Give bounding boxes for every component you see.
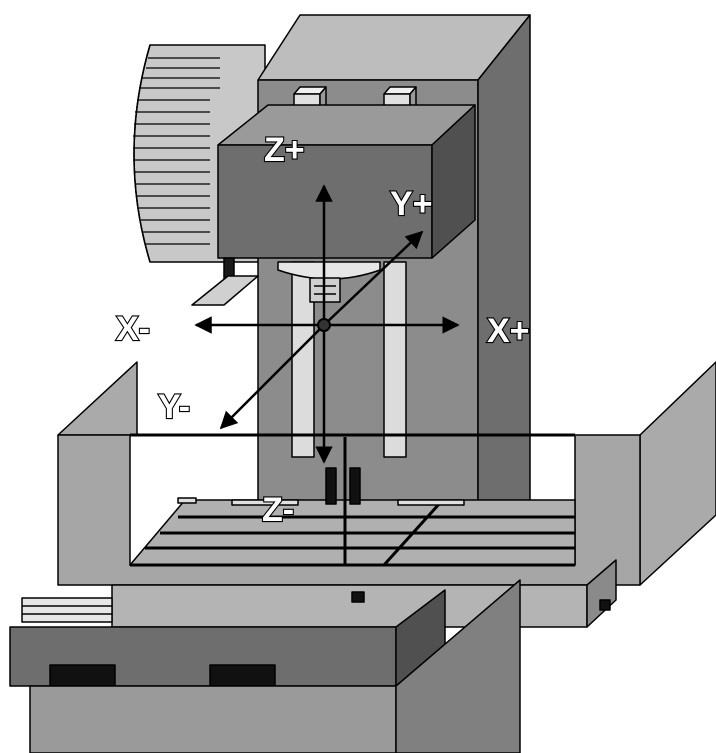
- y-plus-arrow: [323, 230, 424, 326]
- label-x-minus: X-: [116, 310, 150, 348]
- y-minus-arrow: [219, 324, 325, 430]
- motor-fins: [133, 57, 220, 245]
- guide-rails: [291, 261, 407, 458]
- label-z-minus: Z-: [262, 491, 294, 529]
- label-y-plus: Y+: [390, 185, 433, 223]
- label-z-plus: Z+: [264, 131, 305, 169]
- machine-base: [9, 579, 521, 753]
- enclosure-wing-left: [57, 361, 138, 436]
- label-y-minus: Y-: [158, 388, 190, 426]
- work-table: [129, 437, 576, 567]
- machine-illustration: [9, 14, 716, 753]
- axis-arrows: [194, 184, 460, 464]
- head-lever: [191, 257, 259, 306]
- spindle-head: [217, 104, 476, 259]
- axis-origin: [317, 318, 331, 332]
- enclosure-wing-right: [639, 361, 716, 586]
- label-x-plus: X+: [487, 312, 530, 350]
- cutting-tool: [325, 467, 361, 505]
